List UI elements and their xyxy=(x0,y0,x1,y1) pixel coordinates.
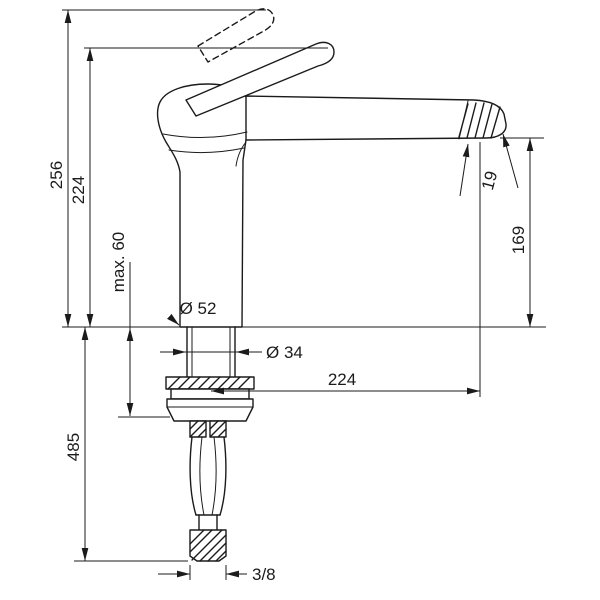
label-below-deck-length: 485 xyxy=(64,433,83,461)
faucet-spout xyxy=(245,95,507,141)
label-spout-reach: 224 xyxy=(328,370,356,389)
label-outlet-detail: 19 xyxy=(478,169,501,192)
washer-hatch xyxy=(167,376,251,390)
label-overall-height: 256 xyxy=(47,161,66,189)
dimension-labels: 256 224 max. 60 485 Ø 52 Ø 34 224 169 19… xyxy=(47,161,528,584)
faucet-body xyxy=(156,83,252,328)
handle-lever-raised xyxy=(197,8,275,63)
label-base-diameter: Ø 52 xyxy=(180,299,217,318)
dim-19-right xyxy=(502,133,519,189)
cap-ring-lower xyxy=(168,147,245,154)
dim-dia52-leader xyxy=(167,313,180,326)
body-spout-fillet xyxy=(235,141,247,167)
supply-hoses xyxy=(189,436,227,516)
label-connection-size: 3/8 xyxy=(252,565,276,584)
aerator-hatch xyxy=(458,102,501,139)
label-height-to-handle: 224 xyxy=(69,176,88,204)
faucet-outline xyxy=(156,8,507,562)
label-shank-diameter: Ø 34 xyxy=(266,343,303,362)
collet-hatch xyxy=(189,420,227,438)
cap-ring-upper xyxy=(162,131,248,139)
label-max-mounting-thickness: max. 60 xyxy=(109,232,128,292)
dimension-lines xyxy=(62,9,546,580)
label-outlet-height: 169 xyxy=(509,226,528,254)
handle-lever xyxy=(185,41,335,117)
mounting-nut xyxy=(166,398,254,422)
connector-hatch xyxy=(189,529,227,562)
dim-19-left xyxy=(459,143,470,197)
